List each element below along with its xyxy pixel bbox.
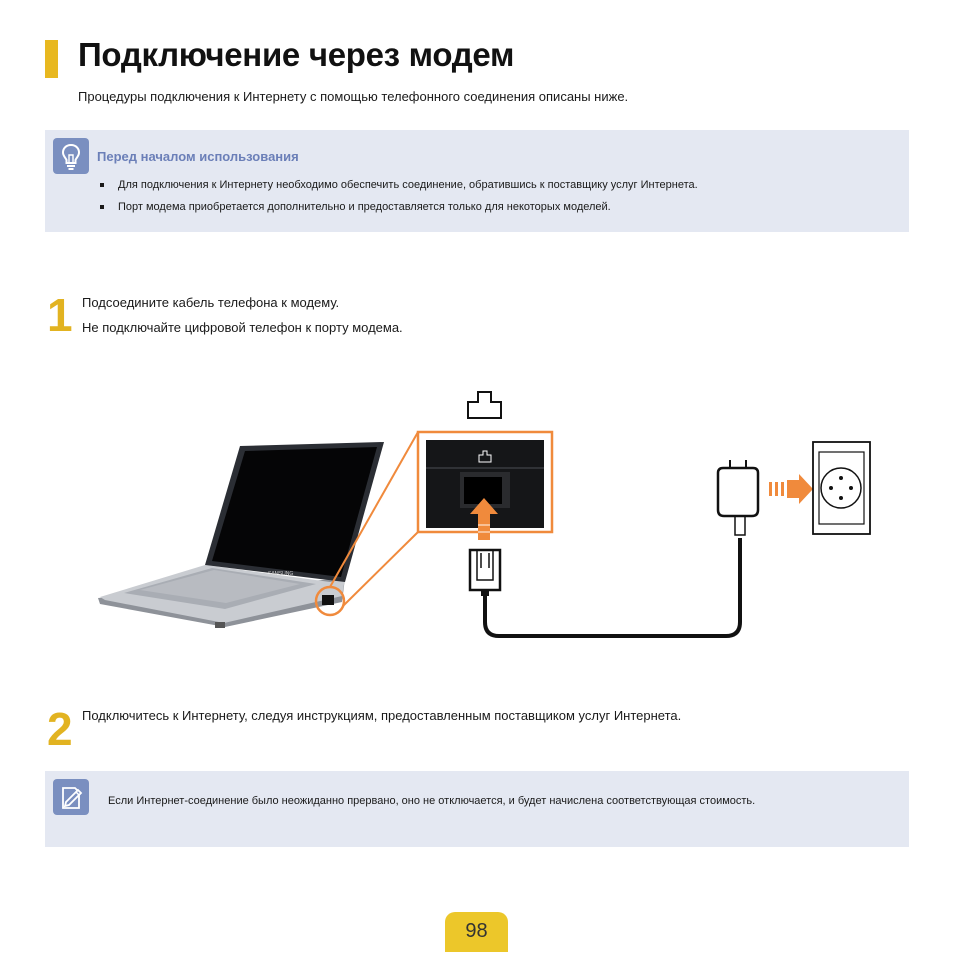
note-box: Если Интернет-соединение было неожиданно… — [45, 771, 909, 847]
lightbulb-icon — [53, 138, 89, 174]
before-use-list: Для подключения к Интернету необходимо о… — [100, 174, 698, 218]
page-number: 98 — [465, 920, 488, 942]
step-1-text: Подсоедините кабель телефона к модему. Н… — [82, 290, 403, 340]
title-accent-bar — [45, 40, 58, 78]
list-item: Для подключения к Интернету необходимо о… — [100, 174, 698, 196]
step-2-text: Подключитесь к Интернету, следуя инструк… — [82, 708, 682, 723]
step-1-line-2: Не подключайте цифровой телефон к порту … — [82, 320, 403, 335]
telephone-cable-icon — [468, 460, 760, 638]
wall-socket-icon — [812, 441, 871, 535]
insert-arrow-icon — [470, 498, 498, 540]
step-1-number: 1 — [47, 289, 73, 341]
before-use-title: Перед началом использования — [97, 149, 299, 164]
before-use-box: Перед началом использования Для подключе… — [45, 130, 909, 232]
list-item: Порт модема приобретается дополнительно … — [100, 196, 698, 218]
intro-text: Процедуры подключения к Интернету с помо… — [78, 89, 629, 104]
modem-port-icon — [467, 391, 502, 419]
port-label-icon — [478, 450, 492, 463]
laptop-image: SAMSUNG — [98, 442, 384, 628]
step-2-number: 2 — [47, 703, 73, 755]
pencil-note-icon — [53, 779, 89, 815]
page-number-badge: 98 — [445, 912, 508, 952]
laptop-brand: SAMSUNG — [268, 571, 293, 577]
note-text: Если Интернет-соединение было неожиданно… — [108, 795, 756, 807]
step-1-line-1: Подсоедините кабель телефона к модему. — [82, 295, 340, 310]
page-title: Подключение через модем — [78, 36, 515, 73]
plug-in-arrow-icon — [769, 474, 813, 504]
